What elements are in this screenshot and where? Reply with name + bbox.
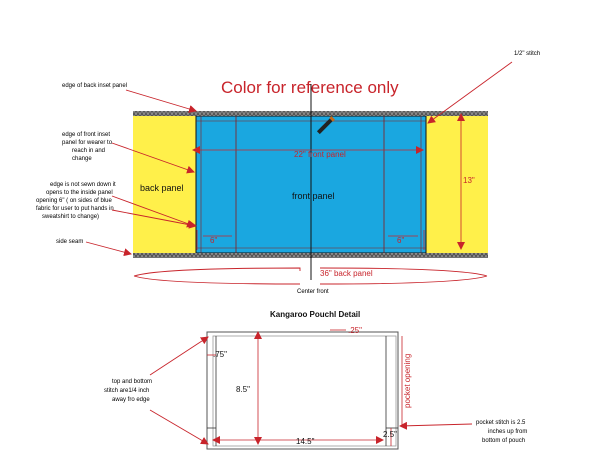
- pouch-inner-outline: [212, 335, 397, 447]
- edge-front-inset-line2: panel for wearer to: [62, 140, 113, 146]
- back-width-bracket-lower: [133, 275, 488, 285]
- pouch-note-left-line1: top and bottom: [112, 379, 152, 385]
- side-seam-arrow: [85, 241, 132, 257]
- pocket-opening-label: pocket opening: [403, 354, 412, 408]
- pouch-title: Kangaroo Pouchl Detail: [270, 310, 360, 319]
- edge-back-inset-label: edge of back inset panel: [62, 83, 127, 89]
- stitch-label: 1/2" stitch: [514, 51, 540, 57]
- back-panel-label: back panel: [140, 183, 184, 193]
- front-width-label: 22" front panel: [294, 150, 346, 159]
- pouch-height-label: 8.5": [236, 385, 250, 394]
- pouch-note-left-line3: away fro edge: [112, 397, 150, 403]
- pouch-note-left-line2: stitch are1/4 inch: [104, 388, 149, 394]
- back-panel-yellow-right: [426, 116, 488, 253]
- pen-icon: [316, 116, 335, 135]
- pouch-note-left: top and bottom stitch are1/4 inch away f…: [104, 379, 154, 403]
- opening-right-label: 6": [397, 236, 404, 245]
- stitch-arrow: [427, 61, 513, 124]
- pouch-width-label: 14.5": [296, 437, 315, 446]
- pouch-note-left-arrow-up: [149, 336, 209, 376]
- edge-not-sewn-arrow-2: [111, 209, 197, 229]
- side-seam-label: side seam: [56, 239, 83, 245]
- pouch-note-right-arrow: [399, 421, 473, 430]
- pouch-note-right-line3: bottom of pouch: [482, 438, 525, 444]
- page-title: Color for reference only: [221, 78, 399, 97]
- center-front-label: Center front: [297, 289, 329, 295]
- edge-not-sewn-line2: opens to the inside panel: [46, 190, 113, 196]
- front-panel-label: front panel: [292, 191, 335, 201]
- opening-left-label: 6": [210, 236, 217, 245]
- pouch-outline: [206, 331, 399, 450]
- edge-front-inset-line1: edge of front inset: [62, 132, 110, 138]
- edge-front-inset-line4: change: [72, 156, 92, 162]
- back-width-label: 36" back panel: [320, 269, 373, 278]
- height-label: 13": [463, 176, 475, 185]
- back-width-bracket: [133, 267, 488, 277]
- back-panel-yellow-left: [133, 116, 196, 253]
- edge-front-inset-line3: reach in and: [72, 148, 105, 154]
- pouch-note-right: pocket stitch is 2.5 inches up from bott…: [476, 420, 529, 444]
- pouch-note-right-line1: pocket stitch is 2.5: [476, 420, 526, 426]
- edge-not-sewn-line3: opening 6" ( on sides of blue: [36, 198, 113, 204]
- edge-front-inset-arrow: [111, 142, 195, 174]
- edge-not-sewn-line4: fabric for user to put hands in: [36, 206, 114, 212]
- edge-back-inset-arrow: [125, 89, 197, 113]
- edge-not-sewn-label: edge is not sewn down it opens to the in…: [36, 182, 117, 220]
- pouch-dim-bottom-right-label: 2.5": [383, 430, 397, 439]
- pouch-dim-top-label: .25": [348, 326, 362, 335]
- pouch-note-right-line2: inches up from: [488, 429, 527, 435]
- edge-not-sewn-arrow-1: [111, 195, 195, 228]
- edge-not-sewn-line1: edge is not sewn down it: [50, 182, 116, 188]
- pouch-dim-left-label: .75": [213, 350, 227, 359]
- edge-front-inset-label: edge of front inset panel for wearer to …: [62, 132, 114, 162]
- pouch-note-left-arrow-down: [149, 409, 209, 445]
- edge-not-sewn-line5: sweatshirt to change): [42, 214, 99, 220]
